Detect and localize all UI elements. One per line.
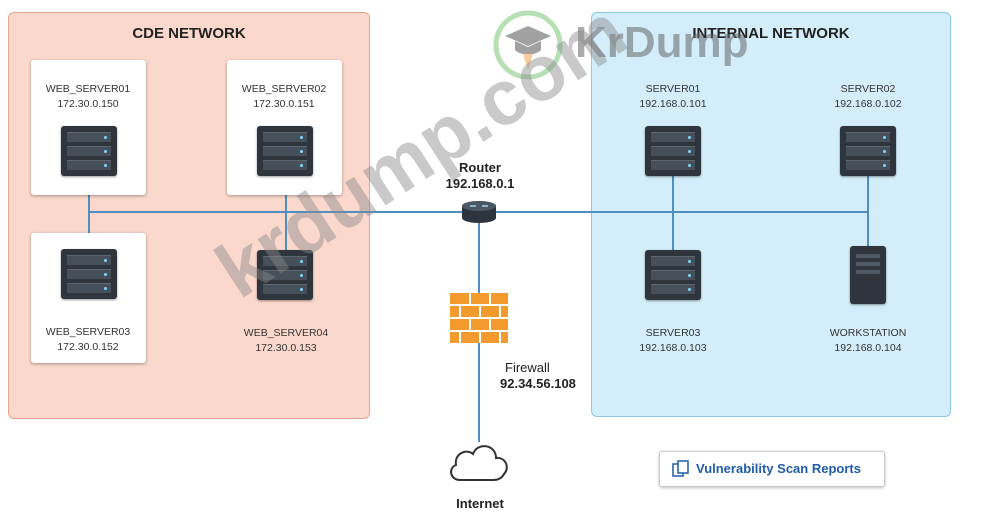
server01-rack-icon[interactable] [645, 126, 701, 176]
server-rack-icon [61, 249, 117, 299]
krdump-watermark-logo: KrDump [493, 10, 793, 80]
web-server01-card[interactable]: WEB_SERVER01 172.30.0.150 [31, 60, 146, 195]
server02-name: SERVER02 [840, 83, 896, 95]
server03-name: SERVER03 [645, 327, 701, 339]
server01-name: SERVER01 [645, 83, 701, 95]
cde-network-title: CDE NETWORK [132, 25, 246, 42]
graduation-cap-logo-icon [493, 10, 563, 80]
web-server02-ip: 172.30.0.151 [253, 98, 315, 110]
router-label: Router [459, 160, 501, 175]
workstation-name: WORKSTATION [829, 327, 907, 339]
link-web-server03 [88, 211, 90, 233]
link-web-server01 [88, 195, 90, 213]
server03-rack-icon[interactable] [645, 250, 701, 300]
internet-label: Internet [456, 496, 504, 511]
vulnerability-scan-reports-button[interactable]: Vulnerability Scan Reports [659, 451, 885, 487]
internal-network-zone: INTERNAL NETWORK [591, 12, 951, 417]
web-server01-ip: 172.30.0.150 [57, 98, 119, 110]
link-server01 [672, 176, 674, 252]
firewall-label: Firewall [505, 360, 550, 375]
web-server04-name: WEB_SERVER04 [243, 327, 329, 339]
firewall-icon[interactable] [450, 293, 508, 343]
router-ip: 192.168.0.1 [445, 176, 515, 191]
server-rack-icon [257, 126, 313, 176]
web-server03-card[interactable]: WEB_SERVER03 172.30.0.152 [31, 233, 146, 363]
workstation-tower-icon[interactable] [850, 246, 886, 304]
link-server02 [867, 176, 869, 248]
vulnerability-scan-reports-label: Vulnerability Scan Reports [696, 461, 861, 476]
web-server04-ip: 172.30.0.153 [255, 342, 317, 354]
web-server01-name: WEB_SERVER01 [45, 83, 131, 95]
server-rack-icon [61, 126, 117, 176]
server03-ip: 192.168.0.103 [639, 342, 707, 354]
web-server04-rack-icon[interactable] [257, 250, 313, 300]
web-server02-name: WEB_SERVER02 [241, 83, 327, 95]
server01-ip: 192.168.0.101 [639, 98, 707, 110]
web-server03-name: WEB_SERVER03 [45, 326, 131, 338]
workstation-ip: 192.168.0.104 [834, 342, 902, 354]
router-icon[interactable] [460, 199, 498, 225]
cloud-icon[interactable] [446, 438, 512, 484]
krdump-logo-text: KrDump [575, 18, 749, 67]
server02-ip: 192.168.0.102 [834, 98, 902, 110]
server02-rack-icon[interactable] [840, 126, 896, 176]
web-server03-ip: 172.30.0.152 [57, 341, 119, 353]
firewall-ip: 92.34.56.108 [500, 376, 576, 391]
web-server02-card[interactable]: WEB_SERVER02 172.30.0.151 [227, 60, 342, 195]
internal-network-title: INTERNAL NETWORK [692, 25, 850, 42]
link-web-server02 [285, 195, 287, 250]
copy-icon [672, 460, 689, 477]
